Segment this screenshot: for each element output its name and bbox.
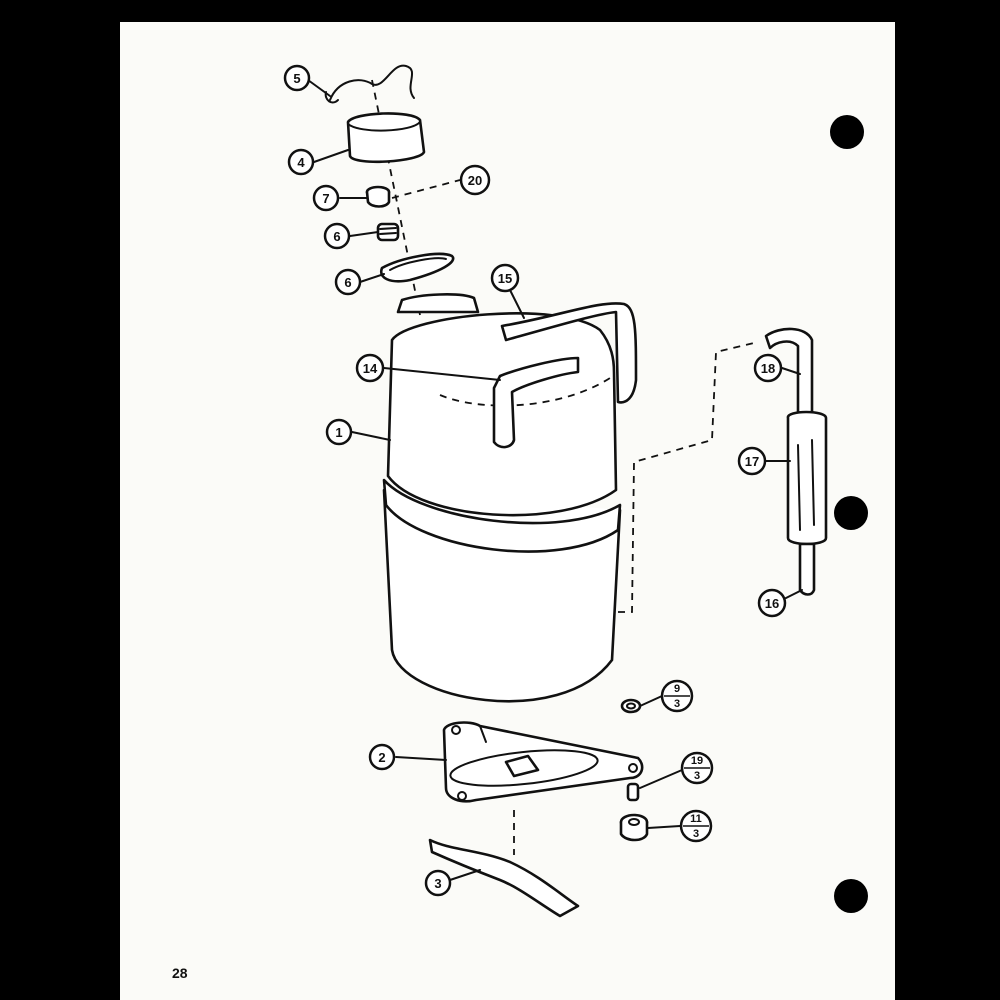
svg-text:20: 20 <box>468 173 482 188</box>
callout-14: 14 <box>355 353 385 383</box>
svg-text:3: 3 <box>693 828 699 840</box>
svg-text:16: 16 <box>765 596 779 611</box>
svg-text:7: 7 <box>322 191 329 206</box>
svg-text:14: 14 <box>363 361 378 376</box>
part-base-plate-2 <box>442 721 644 803</box>
callout-2: 2 <box>368 743 396 771</box>
part-spring-6 <box>376 222 400 242</box>
callout-6-spring: 6 <box>323 222 351 250</box>
svg-text:3: 3 <box>694 770 700 782</box>
svg-text:11: 11 <box>690 813 702 825</box>
part-clip-5 <box>329 64 415 101</box>
callout-3: 3 <box>424 869 452 897</box>
part-strap-3 <box>428 838 580 918</box>
callout-7: 7 <box>312 184 340 212</box>
callout-18: 18 <box>753 353 783 383</box>
part-grommet-9 <box>620 698 642 714</box>
page-number: 28 <box>172 965 188 981</box>
part-compressor-1 <box>382 293 638 703</box>
svg-text:3: 3 <box>434 876 441 891</box>
svg-text:18: 18 <box>761 361 775 376</box>
callout-5: 5 <box>283 64 311 92</box>
punch-hole-bottom <box>834 879 868 913</box>
svg-text:1: 1 <box>335 425 342 440</box>
svg-text:4: 4 <box>297 155 305 170</box>
leader-lines <box>307 79 803 881</box>
connection-dashed-line <box>618 341 759 613</box>
callout-1: 1 <box>325 418 353 446</box>
svg-text:9: 9 <box>674 683 680 695</box>
callout-11-over-3: 11 3 <box>679 809 713 843</box>
part-spacer-19 <box>626 782 640 802</box>
part-nut-11 <box>619 813 649 842</box>
gasket-inner-line <box>389 257 447 271</box>
svg-text:6: 6 <box>344 275 351 290</box>
callout-9-over-3: 9 3 <box>660 679 694 713</box>
callout-19-over-3: 19 3 <box>680 751 714 785</box>
svg-text:19: 19 <box>691 755 703 767</box>
punch-hole-top <box>830 115 864 149</box>
part-cover-4 <box>346 112 426 164</box>
shell-hidden-line <box>439 377 611 407</box>
callout-4: 4 <box>287 148 315 176</box>
svg-text:6: 6 <box>333 229 340 244</box>
svg-text:3: 3 <box>674 698 680 710</box>
punch-hole-middle <box>834 496 868 530</box>
callout-17: 17 <box>737 446 767 476</box>
callout-6-gasket: 6 <box>334 268 362 296</box>
part-gasket-6 <box>379 252 455 283</box>
callout-15: 15 <box>490 263 520 293</box>
svg-text:5: 5 <box>293 71 300 86</box>
svg-text:17: 17 <box>745 454 759 469</box>
callout-16: 16 <box>757 588 787 618</box>
svg-text:2: 2 <box>378 750 385 765</box>
callout-20: 20 <box>459 164 491 196</box>
part-cap-7 <box>365 185 391 208</box>
svg-text:15: 15 <box>498 271 512 286</box>
part-tube-assembly <box>764 327 828 596</box>
